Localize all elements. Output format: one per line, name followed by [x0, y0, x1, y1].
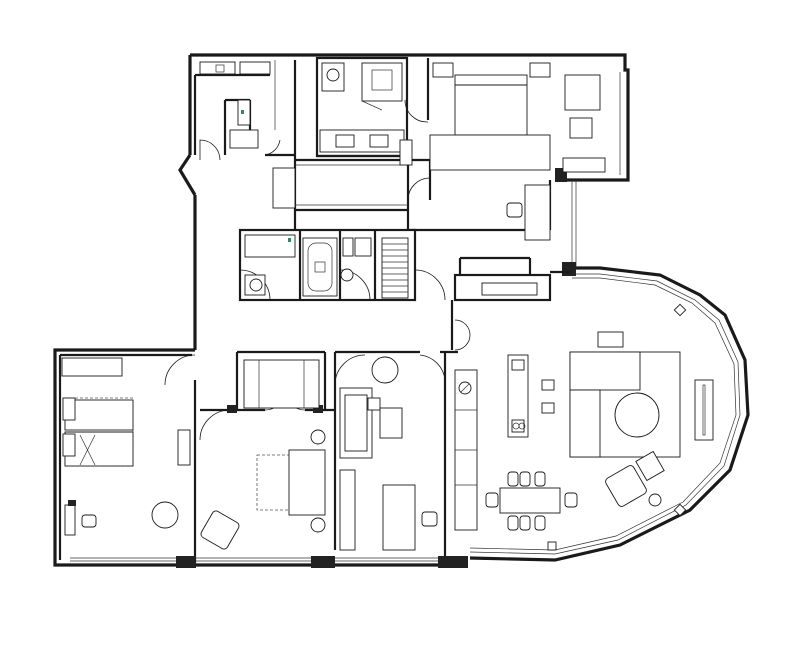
- study: [339, 356, 438, 551]
- desk-icon: [524, 184, 551, 241]
- entry-wc: [199, 60, 276, 149]
- armchair-icon: [564, 74, 601, 111]
- washbasin-icon: [244, 234, 296, 258]
- desk-icon: [382, 484, 416, 551]
- washbasin-icon: [340, 268, 354, 282]
- bed-icon: [288, 449, 326, 516]
- shower-icon: [361, 62, 403, 102]
- wardrobe-icon: [243, 359, 320, 409]
- master-bath: [319, 62, 405, 153]
- master-bedroom: [429, 62, 606, 241]
- armchair-icon: [605, 465, 647, 507]
- toilet-icon: [342, 237, 354, 257]
- washbasin-icon: [335, 134, 355, 148]
- kitchen-island-icon: [507, 354, 529, 438]
- armchair-icon: [200, 510, 240, 550]
- vanity-icon: [319, 129, 405, 153]
- desk-chair-icon: [421, 511, 438, 527]
- bed-icon: [64, 399, 134, 431]
- washbasin-icon: [229, 129, 259, 149]
- guest-bath: [244, 234, 409, 299]
- double-bed-icon: [454, 74, 528, 136]
- desk-chair-icon: [506, 202, 523, 218]
- washbasin-icon: [369, 134, 389, 148]
- walk-in-closet: [272, 139, 413, 209]
- desk-chair-icon: [81, 514, 97, 528]
- bedroom-west: [61, 357, 191, 536]
- side-table-icon: [177, 429, 191, 466]
- exterior-walls: [53, 53, 750, 567]
- round-table-icon: [614, 392, 660, 438]
- wardrobe-icon: [272, 167, 296, 209]
- bedroom-middle: [200, 359, 326, 550]
- living-dining: [454, 303, 714, 551]
- dining-table-icon: [499, 487, 561, 514]
